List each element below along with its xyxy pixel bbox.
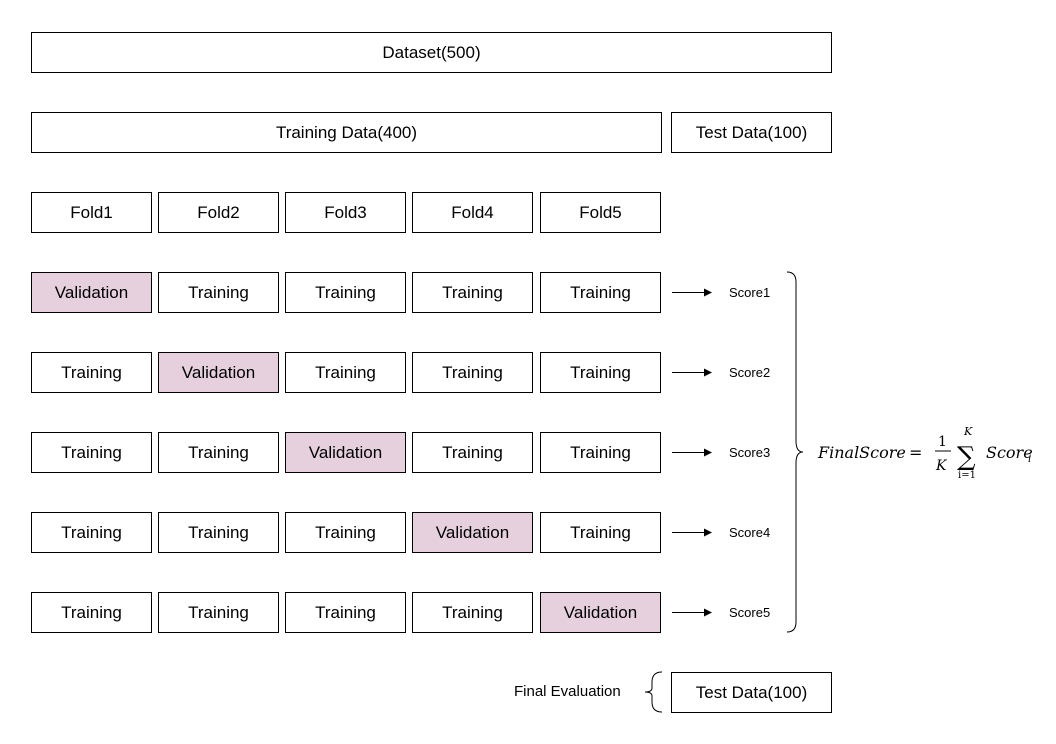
score-label-4: Score4 [729, 524, 771, 540]
final-evaluation-label: Final Evaluation [514, 683, 621, 700]
cell-label: Training [61, 442, 122, 462]
validation-cell: Validation [158, 352, 279, 393]
training-cell: Training [31, 432, 152, 473]
validation-cell: Validation [540, 592, 661, 633]
fold-label: Fold4 [451, 202, 494, 222]
training-cell: Training [285, 592, 406, 633]
training-cell: Training [285, 512, 406, 553]
cell-label: Validation [563, 602, 638, 622]
cell-label: Training [570, 282, 631, 302]
training-cell: Training [285, 352, 406, 393]
final-score-formula: FinalScore = 1 K K ∑ i=1 Score i [817, 425, 1033, 481]
cell-label: Training [188, 522, 249, 542]
cell-label: Training [61, 602, 122, 622]
training-cell: Training [540, 432, 661, 473]
validation-cell: Validation [285, 432, 406, 473]
formula-lhs: FinalScore [817, 443, 906, 462]
training-cell: Training [412, 352, 533, 393]
cell-label: Training [188, 282, 249, 302]
formula-sum-symbol: ∑ [957, 442, 976, 472]
validation-cell: Validation [31, 272, 152, 313]
cell-label: Training [188, 442, 249, 462]
training-cell: Training [158, 272, 279, 313]
final-test-data-label: Test Data(100) [695, 682, 808, 702]
cell-label: Training [315, 362, 376, 382]
training-cell: Training [31, 592, 152, 633]
fold-box-1: Fold1 [31, 192, 152, 233]
training-cell: Training [158, 512, 279, 553]
training-cell: Training [31, 352, 152, 393]
cell-label: Training [315, 602, 376, 622]
score-label-1: Score1 [729, 284, 771, 300]
training-cell: Training [158, 432, 279, 473]
training-cell: Training [540, 352, 661, 393]
test-data-box: Test Data(100) [671, 112, 832, 153]
cell-label: Training [442, 442, 503, 462]
training-cell: Training [540, 512, 661, 553]
cell-label: Validation [54, 282, 129, 302]
left-brace [644, 671, 663, 713]
cell-label: Training [442, 362, 503, 382]
cell-label: Validation [181, 362, 256, 382]
training-cell: Training [412, 272, 533, 313]
training-cell: Training [285, 272, 406, 313]
dataset-label: Dataset(500) [382, 42, 481, 62]
formula-sum-lower: i=1 [958, 470, 976, 481]
cell-label: Validation [308, 442, 383, 462]
cell-label: Training [570, 522, 631, 542]
cell-label: Training [570, 362, 631, 382]
fold-label: Fold1 [70, 202, 113, 222]
test-data-label: Test Data(100) [695, 122, 808, 142]
formula-term-subscript: i [1028, 454, 1031, 465]
cell-label: Training [570, 442, 631, 462]
validation-cell: Validation [412, 512, 533, 553]
training-data-label: Training Data(400) [275, 122, 418, 142]
fold-box-2: Fold2 [158, 192, 279, 233]
cell-label: Training [61, 522, 122, 542]
fold-label: Fold2 [197, 202, 240, 222]
score-arrows [672, 288, 712, 617]
score-label-2: Score2 [729, 364, 771, 380]
final-test-data-box: Test Data(100) [671, 672, 832, 713]
formula-equals: = [909, 443, 922, 462]
fold-label: Fold5 [579, 202, 622, 222]
formula-term: Score [986, 443, 1033, 462]
cell-label: Training [61, 362, 122, 382]
cell-label: Training [442, 282, 503, 302]
right-brace [786, 271, 804, 633]
fold-label: Fold3 [324, 202, 367, 222]
dataset-box: Dataset(500) [31, 32, 832, 73]
cell-label: Training [315, 522, 376, 542]
formula-denominator: K [935, 458, 948, 474]
score-label-3: Score3 [729, 444, 771, 460]
training-cell: Training [412, 432, 533, 473]
training-data-box: Training Data(400) [31, 112, 662, 153]
fold-box-4: Fold4 [412, 192, 533, 233]
training-cell: Training [412, 592, 533, 633]
training-cell: Training [540, 272, 661, 313]
formula-numerator: 1 [938, 434, 947, 450]
fold-box-5: Fold5 [540, 192, 661, 233]
cell-label: Training [188, 602, 249, 622]
training-cell: Training [31, 512, 152, 553]
cell-label: Validation [435, 522, 510, 542]
formula-sum-upper: K [963, 425, 973, 438]
fold-box-3: Fold3 [285, 192, 406, 233]
cell-label: Training [442, 602, 503, 622]
score-label-5: Score5 [729, 604, 771, 620]
cell-label: Training [315, 282, 376, 302]
training-cell: Training [158, 592, 279, 633]
